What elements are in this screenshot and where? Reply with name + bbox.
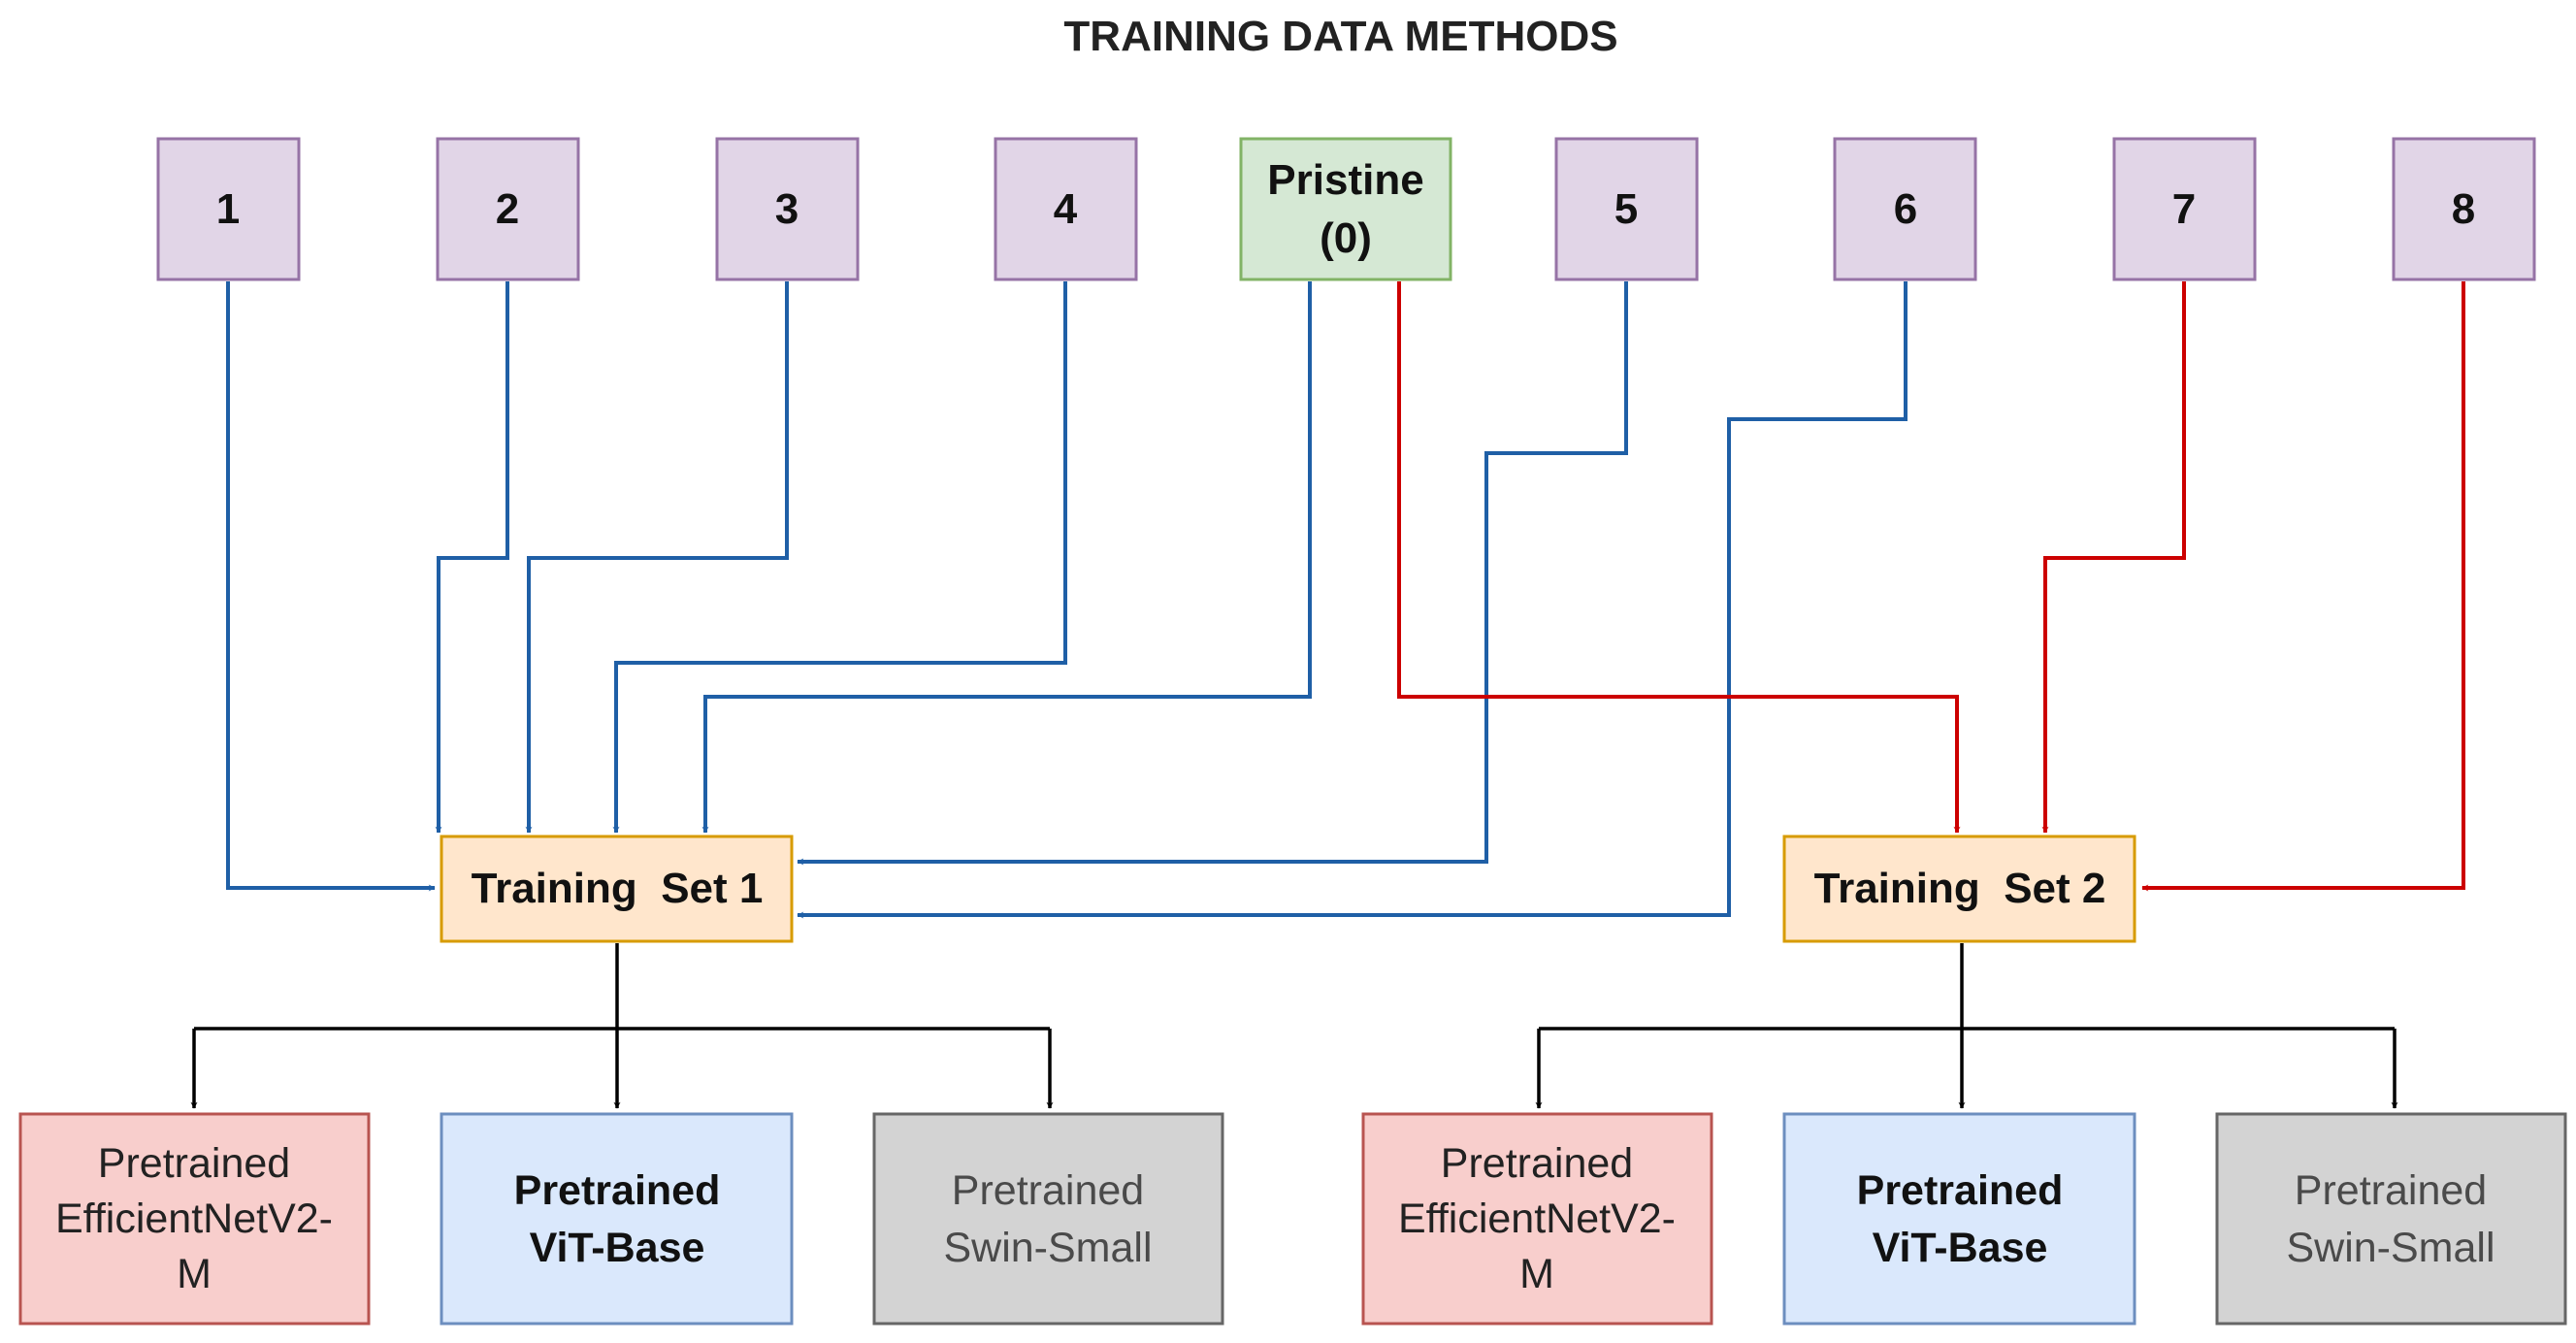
arrow-method-2 [435, 281, 509, 834]
model-box-efficientnet-set-2: Pretrained EfficientNetV2- M [1361, 1112, 1713, 1326]
model-label-line-1: Pretrained [98, 1140, 290, 1187]
method-box-6: 6 [1833, 137, 1977, 281]
pristine-box: Pristine (0) [1239, 137, 1452, 281]
model-label-line-3: M [1519, 1251, 1554, 1297]
model-label-line-3: M [177, 1251, 212, 1297]
training-set-1-label: Training Set 1 [472, 865, 764, 912]
model-label-line-2: Swin-Small [2286, 1225, 2494, 1271]
arrow-method-4 [612, 281, 1067, 834]
training-set-2-label: Training Set 2 [1814, 865, 2106, 912]
training-set-1-box: Training Set 1 [440, 835, 794, 943]
pristine-label-line-1: Pristine [1267, 156, 1423, 204]
method-label-1: 1 [216, 185, 240, 233]
arrow-method-5 [797, 281, 1628, 866]
arrow-pristine-to-set-1 [701, 281, 1312, 834]
method-label-4: 4 [1054, 185, 1078, 233]
method-label-8: 8 [2452, 185, 2475, 233]
method-boxes: 1 2 3 4 Pristine (0) 5 6 7 [156, 137, 2536, 281]
method-label-7: 7 [2172, 185, 2196, 233]
training-set-boxes: Training Set 1 Training Set 2 [440, 835, 2136, 943]
model-label-line-2: ViT-Base [1873, 1225, 2048, 1271]
training-set-2-box: Training Set 2 [1782, 835, 2136, 943]
model-label-line-1: Pretrained [952, 1167, 1144, 1214]
method-label-6: 6 [1894, 185, 1917, 233]
model-boxes: Pretrained EfficientNetV2- M Pretrained … [18, 1112, 2567, 1326]
diagram-title: TRAINING DATA METHODS [1063, 13, 1617, 60]
method-box-4: 4 [994, 137, 1138, 281]
method-box-3: 3 [715, 137, 860, 281]
connectors-to-training-set-2 [1397, 281, 2465, 892]
model-label-line-2: ViT-Base [530, 1225, 705, 1271]
model-box-swin-set-1: Pretrained Swin-Small [872, 1112, 1224, 1326]
method-box-1: 1 [156, 137, 301, 281]
model-label-line-2: EfficientNetV2- [55, 1196, 333, 1242]
connectors-to-training-set-1 [226, 281, 1908, 919]
method-box-7: 7 [2112, 137, 2257, 281]
method-label-2: 2 [496, 185, 519, 233]
model-label-line-2: Swin-Small [943, 1225, 1152, 1271]
model-label-line-1: Pretrained [1857, 1167, 2064, 1214]
model-box-swin-set-2: Pretrained Swin-Small [2215, 1112, 2567, 1326]
method-label-5: 5 [1614, 185, 1638, 233]
connectors-to-models [190, 943, 2398, 1109]
method-box-5: 5 [1554, 137, 1699, 281]
arrow-pristine-to-set-2 [1397, 281, 1961, 834]
arrow-method-1 [226, 281, 436, 892]
arrow-method-6 [797, 281, 1908, 919]
arrow-method-3 [525, 281, 789, 834]
model-box-vit-set-1: Pretrained ViT-Base [440, 1112, 794, 1326]
model-box-vit-set-2: Pretrained ViT-Base [1782, 1112, 2136, 1326]
model-label-line-1: Pretrained [2295, 1167, 2487, 1214]
arrow-method-7 [2041, 281, 2186, 834]
pristine-label-line-2: (0) [1320, 214, 1372, 262]
arrow-method-8 [2141, 281, 2465, 892]
method-box-8: 8 [2392, 137, 2536, 281]
model-label-line-2: EfficientNetV2- [1398, 1196, 1676, 1242]
method-label-3: 3 [775, 185, 799, 233]
method-box-2: 2 [436, 137, 580, 281]
model-label-line-1: Pretrained [514, 1167, 721, 1214]
model-label-line-1: Pretrained [1441, 1140, 1633, 1187]
model-box-efficientnet-set-1: Pretrained EfficientNetV2- M [18, 1112, 371, 1326]
